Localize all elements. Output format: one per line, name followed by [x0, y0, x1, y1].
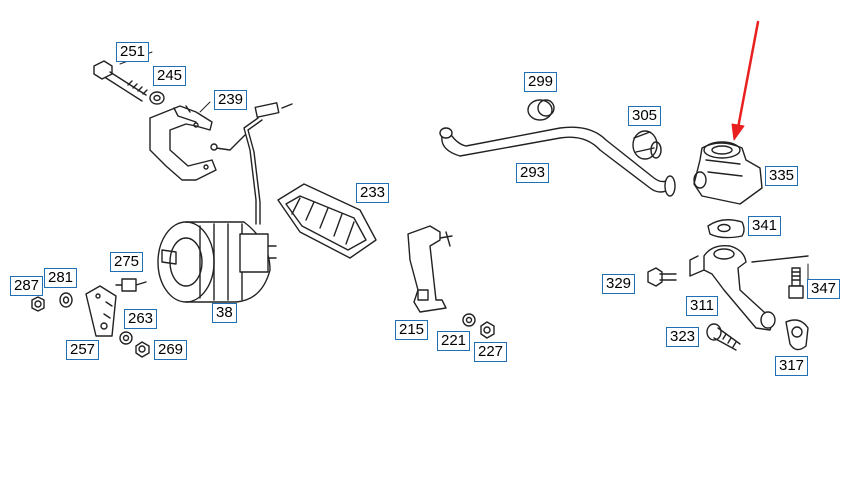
callout-245[interactable]: 245: [153, 66, 187, 86]
washer-245-drawing: [149, 91, 165, 105]
callout-215[interactable]: 215: [395, 320, 429, 340]
callout-263[interactable]: 263: [124, 309, 158, 329]
gasket-317-drawing: [785, 319, 809, 351]
grommet-305-drawing: [632, 130, 662, 160]
cover-233-drawing: [277, 183, 377, 259]
wire-harness-239-drawing: [210, 102, 293, 225]
callout-317[interactable]: 317: [775, 356, 809, 376]
callout-287[interactable]: 287: [10, 276, 44, 296]
hose-293-drawing: [439, 126, 676, 197]
highlight-arrow: [731, 20, 760, 141]
callout-311[interactable]: 311: [686, 296, 718, 316]
grommet-299-drawing: [527, 99, 555, 121]
callout-293[interactable]: 293: [516, 163, 550, 183]
bolt-329-drawing: [647, 267, 677, 287]
callout-239[interactable]: 239: [214, 90, 248, 110]
callout-227[interactable]: 227: [474, 342, 508, 362]
callout-347[interactable]: 347: [807, 279, 841, 299]
callout-269[interactable]: 269: [154, 340, 188, 360]
sensor-275-drawing: [115, 278, 147, 292]
callout-299[interactable]: 299: [524, 72, 558, 92]
plate-257-drawing: [85, 285, 117, 337]
washer-263-drawing: [119, 331, 133, 345]
callout-275[interactable]: 275: [110, 252, 144, 272]
stud-347-drawing: [788, 267, 804, 299]
nut-269-drawing: [135, 341, 150, 358]
bolt-251-drawing: [93, 60, 148, 102]
callout-281[interactable]: 281: [44, 268, 78, 288]
washer-281-drawing: [59, 292, 73, 308]
callout-38[interactable]: 38: [212, 303, 237, 323]
callout-221[interactable]: 221: [437, 331, 471, 351]
washer-221-drawing: [462, 313, 476, 327]
callout-341[interactable]: 341: [748, 216, 782, 236]
callout-251[interactable]: 251: [116, 42, 150, 62]
gasket-341-drawing: [707, 219, 745, 239]
callout-335[interactable]: 335: [765, 166, 799, 186]
pipe-311-drawing: [689, 245, 809, 331]
nut-287-drawing: [31, 296, 45, 312]
callout-323[interactable]: 323: [666, 327, 700, 347]
callout-257[interactable]: 257: [66, 340, 100, 360]
callout-233[interactable]: 233: [356, 183, 390, 203]
nut-227-drawing: [480, 321, 495, 339]
callout-305[interactable]: 305: [628, 106, 662, 126]
bracket-drawing: [149, 105, 217, 181]
bracket-215-drawing: [407, 225, 453, 313]
bolt-323-drawing: [706, 323, 741, 351]
valve-335-drawing: [693, 141, 763, 205]
callout-329[interactable]: 329: [602, 274, 636, 294]
motor-38-drawing: [157, 221, 277, 303]
